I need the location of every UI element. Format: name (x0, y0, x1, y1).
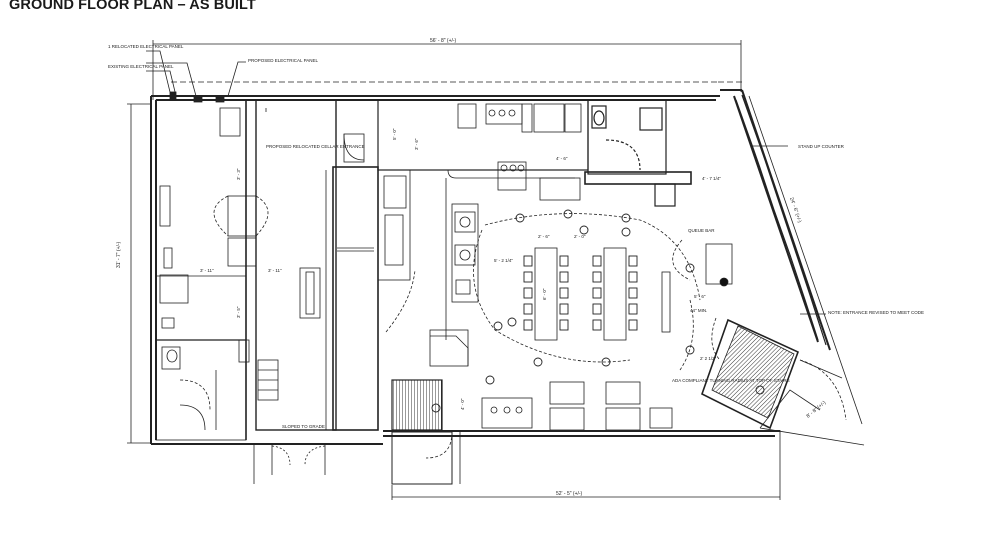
dim-d12: 5' - 6" (694, 294, 706, 299)
note-proposed-panel: PROPOSED ELECTRICAL PANEL (248, 58, 319, 63)
dim-d7: 3' - 11" (268, 268, 282, 273)
dim-top-overall: 56' - 8" (+/-) (430, 38, 457, 44)
dining-tables (481, 239, 733, 431)
dim-d14: 2' 2 1/2" (700, 356, 717, 361)
note-ada-compliant: ADA COMPLIANT TURNING RADIUS AT TOP OF S… (672, 378, 790, 383)
people-figures (431, 209, 765, 413)
dim-bottom-overall: 52' - 5" (+/-) (556, 491, 583, 497)
dimension-bottom (391, 430, 781, 500)
dim-d8: 3' - 5" (236, 306, 241, 318)
dim-d1: 5' - 0" (392, 128, 397, 140)
note-new-entrance: NOTE: ENTRANCE REVISED TO MEET CODE (828, 310, 924, 315)
stair-hatch (391, 379, 443, 431)
dim-d3: 4' - 6" (556, 156, 568, 161)
dimension-left (127, 103, 152, 444)
note-stand-up-counter: STAND UP COUNTER (798, 144, 845, 149)
storefront-glazing (735, 94, 827, 346)
kitchen-area (377, 99, 589, 367)
dim-d10: 2' - 0" (574, 234, 586, 239)
panel-leaders (146, 50, 826, 315)
note-sloped-to-grade: SLOPED TO GRADE (282, 424, 325, 429)
dim-right-overall: 24' - 6" (+/-) (788, 197, 802, 224)
dim-d6: 3' - 11" (200, 268, 214, 273)
dim-d9: 2' - 6" (538, 234, 550, 239)
dim-d5: 3' - 3" (236, 168, 241, 180)
entry-stairs (701, 317, 847, 430)
plan-title: GROUND FLOOR PLAN – AS BUILT (9, 0, 256, 13)
dimension-top (152, 40, 742, 100)
dim-d11: 5' - 2 1/4" (494, 258, 513, 263)
note-relocated-panel: 1 RELOCATED ELECTRICAL PANEL (108, 44, 184, 49)
dim-d2: 3' - 6" (414, 138, 419, 150)
dim-d4: 4' - 7 1/4" (702, 176, 721, 181)
circulation-paths (385, 213, 701, 371)
dim-d15: 4' - 0" (460, 398, 465, 410)
dim-d13: 44" MIN. (690, 308, 707, 313)
cellar-corridor (213, 99, 379, 484)
note-existing-panel: EXISTING ELECTRICAL PANEL (108, 64, 174, 69)
dim-d16: 6' - 0" (542, 288, 547, 300)
left-rooms (155, 99, 250, 441)
note-queue-bar: QUEUE BAR (688, 228, 715, 233)
dim-left-overall: 31' - 7" (+/-) (116, 241, 122, 268)
note-proposed-cellar: PROPOSED RELOCATED CELLAR ENTRANCE (266, 144, 365, 149)
restroom (584, 99, 692, 207)
